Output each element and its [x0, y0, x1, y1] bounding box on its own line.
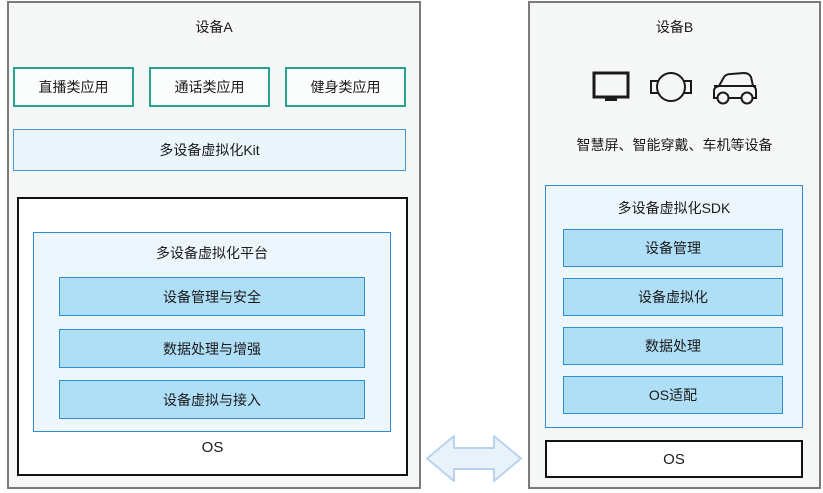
device-types-caption: 智慧屏、智能穿戴、车机等设备	[576, 137, 773, 153]
wearable-icon	[649, 69, 693, 105]
app-box-call: 通话类应用	[149, 67, 270, 107]
app-boxes-row: 直播类应用 通话类应用 健身类应用	[13, 67, 406, 107]
device-b-os-box: OS	[545, 440, 803, 478]
device-b-title: 设备B	[655, 19, 694, 35]
app-box-fitness: 健身类应用	[285, 67, 406, 107]
platform-layer-data-processing: 数据处理与增强	[59, 329, 365, 368]
bidirectional-arrow-icon	[424, 431, 524, 486]
virtualization-kit-box: 多设备虚拟化Kit	[13, 129, 406, 171]
app-box-live: 直播类应用	[13, 67, 134, 107]
device-a-os-label: OS	[201, 439, 224, 456]
device-a-system-box: 多设备虚拟化平台 设备管理与安全 数据处理与增强 设备虚拟与接入 OS	[17, 197, 408, 476]
sdk-layer-os-adaptation: OS适配	[563, 376, 783, 414]
virtualization-platform-box: 多设备虚拟化平台 设备管理与安全 数据处理与增强 设备虚拟与接入	[33, 232, 391, 432]
sdk-layer-data-processing: 数据处理	[563, 327, 783, 365]
platform-title: 多设备虚拟化平台	[156, 245, 268, 261]
device-b-panel: 设备B 智慧屏、智能穿戴、车机等设备 多设备虚拟化SDK	[528, 1, 821, 489]
platform-layer-device-mgmt-security: 设备管理与安全	[59, 277, 365, 316]
sdk-layer-device-mgmt: 设备管理	[563, 229, 783, 267]
device-a-title: 设备A	[195, 19, 233, 35]
virtualization-sdk-box: 多设备虚拟化SDK 设备管理 设备虚拟化 数据处理 OS适配	[545, 185, 803, 428]
sdk-layer-device-virtualization: 设备虚拟化	[563, 278, 783, 316]
smart-screen-icon	[591, 70, 631, 104]
car-icon	[711, 68, 759, 106]
sdk-title: 多设备虚拟化SDK	[617, 200, 731, 216]
device-type-icons-row	[530, 65, 819, 109]
device-a-panel: 设备A 直播类应用 通话类应用 健身类应用 多设备虚拟化Kit 多设备虚拟化平台…	[7, 1, 421, 489]
platform-layer-device-virtual-access: 设备虚拟与接入	[59, 380, 365, 419]
